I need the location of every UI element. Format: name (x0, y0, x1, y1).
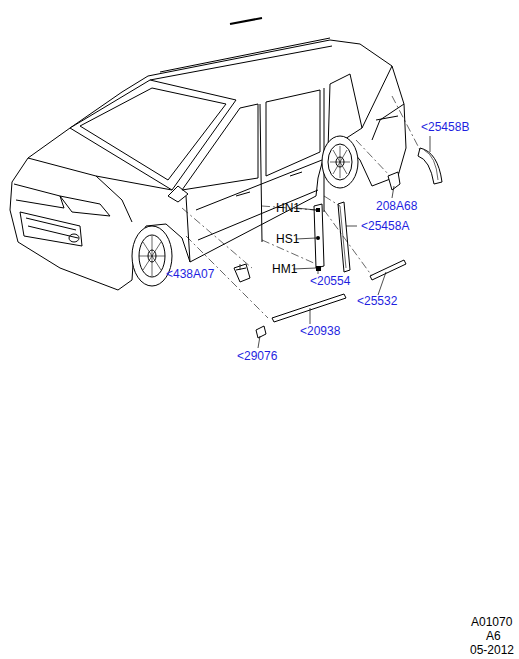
callout-number: 208A68 (376, 199, 417, 213)
callout-number: <438A07 (166, 267, 214, 281)
front-door-moulding (272, 294, 346, 322)
drawing-code: A6 (486, 629, 501, 643)
callout-number: <20938 (300, 324, 340, 338)
rear-door-moulding (370, 260, 406, 280)
callout-number: <25532 (357, 294, 397, 308)
arch-extension (234, 264, 250, 282)
drawing-date: 05-2012 (470, 643, 514, 657)
fastener-code: HS1 (276, 232, 299, 246)
end-cap (256, 326, 266, 338)
callout-number: <29076 (237, 349, 277, 363)
callout-number: <25458A (361, 219, 409, 233)
callout-number: <20554 (310, 274, 350, 288)
drawing-code: A01070 (471, 615, 512, 629)
fastener-code: HN1 (276, 201, 300, 215)
wheel-arch-moulding (418, 148, 442, 184)
pillar-applique (314, 204, 324, 268)
fastener-code: HM1 (272, 262, 297, 276)
callout-number: <25458B (421, 120, 469, 134)
